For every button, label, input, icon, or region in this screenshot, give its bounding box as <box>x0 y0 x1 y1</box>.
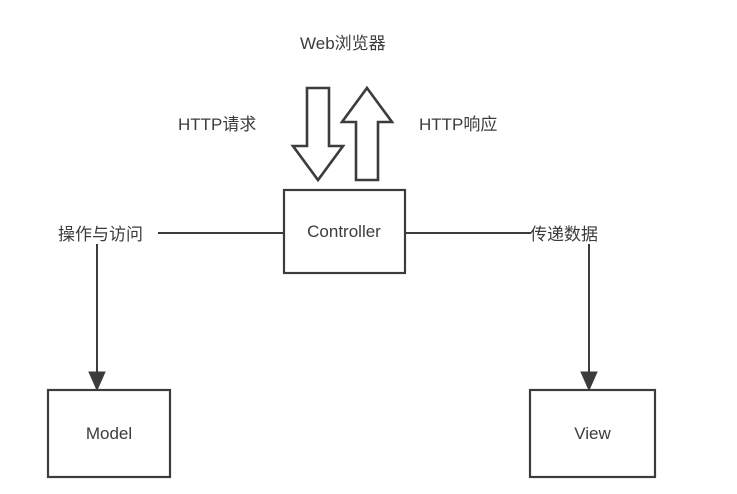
http-response-block-arrow <box>339 85 395 182</box>
view-arrowhead-icon <box>580 371 598 392</box>
pass-data-edge-label: 传递数据 <box>530 225 598 244</box>
controller-node-box[interactable] <box>282 188 407 275</box>
model-node-box[interactable] <box>46 388 172 479</box>
model-node-label: Model <box>85 424 133 443</box>
view-node-label: View <box>574 424 611 443</box>
http-request-block-arrow <box>290 86 346 183</box>
http-response-label: HTTP响应 <box>419 115 498 134</box>
view-node-box[interactable] <box>528 388 657 479</box>
http-request-label: HTTP请求 <box>178 115 257 134</box>
operate-access-edge-label: 操作与访问 <box>58 225 143 244</box>
controller-node-label: Controller <box>307 222 381 241</box>
model-arrowhead-icon <box>88 371 106 392</box>
diagram-title: Web浏览器 <box>300 34 386 53</box>
